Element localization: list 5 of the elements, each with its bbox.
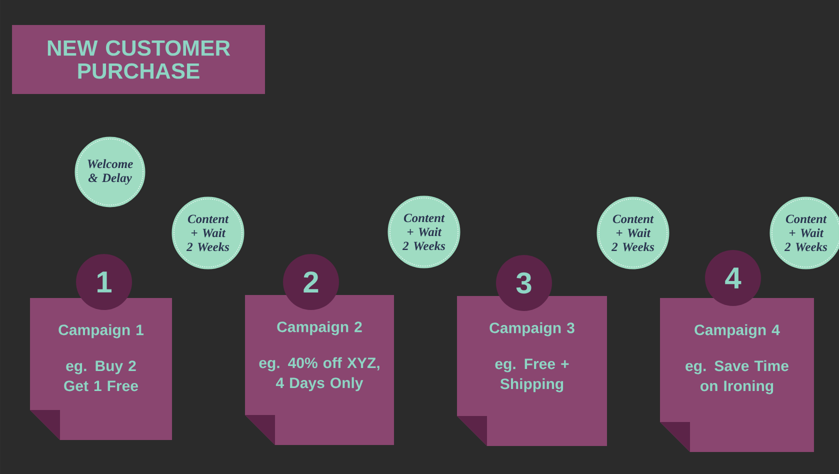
campaign-card: Campaign 4 eg. Save Time on Ironing [660,298,814,452]
campaign-card: Campaign 1 eg. Buy 2 Get 1 Free [30,298,172,440]
campaign-card: Campaign 3 eg. Free + Shipping [457,296,607,446]
title-box: NEW CUSTOMER PURCHASE [12,25,265,94]
campaign-card: Campaign 2 eg. 40% off XYZ, 4 Days Only [245,295,394,445]
